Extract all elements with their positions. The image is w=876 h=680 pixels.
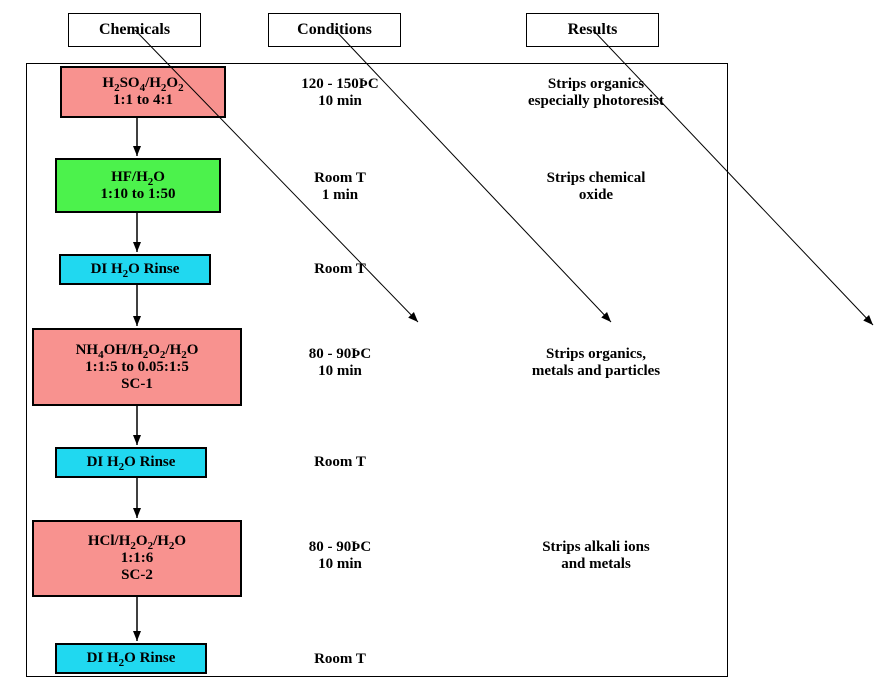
step-box-rinse-3: DI H2O Rinse xyxy=(55,643,207,674)
condition-step-3: Room T xyxy=(270,261,410,278)
step-box-rinse-2: DI H2O Rinse xyxy=(55,447,207,478)
result-step-1-line-2: especially photoresist xyxy=(528,93,664,109)
condition-step-3-line-1: Room T xyxy=(314,261,366,277)
chemical-text: O xyxy=(148,341,160,358)
result-step-2: Strips chemical oxide xyxy=(466,170,726,204)
subscript: 2 xyxy=(122,268,129,280)
chemical-text: OH/H xyxy=(103,341,143,358)
subscript: 2 xyxy=(118,461,125,473)
chemical-text: 1:10 to 1:50 xyxy=(100,185,176,202)
chemical-line: HF/H2O xyxy=(111,168,165,188)
chemical-text: HCl/H xyxy=(87,533,131,549)
chemical-text: SO xyxy=(119,75,140,91)
condition-step-6-line-1: 80 - 90ÞC xyxy=(308,539,372,555)
subscript: 2 xyxy=(178,82,184,94)
result-step-2-line-2: oxide xyxy=(578,187,614,203)
result-step-4-line-2: metals and particles xyxy=(531,363,661,379)
chemical-line: HCl/H2O2/H2O xyxy=(87,533,187,552)
result-step-1: Strips organics especially photoresist xyxy=(466,76,726,110)
chemical-text: O Rinse xyxy=(128,261,180,277)
subscript: 4 xyxy=(98,348,104,361)
header-chemicals: Chemicals xyxy=(68,13,201,47)
subscript: 2 xyxy=(147,540,154,552)
chemical-line: DI H2O Rinse xyxy=(90,261,180,280)
subscript: 2 xyxy=(130,540,136,552)
chemical-text: O xyxy=(166,75,179,91)
chemical-text: H xyxy=(102,75,115,91)
header-results-label: Results xyxy=(567,21,618,38)
chemical-text: O xyxy=(186,341,199,358)
header-conditions: Conditions xyxy=(268,13,401,47)
condition-step-2-line-1: Room T xyxy=(314,170,366,186)
chemical-line: 1:1 to 4:1 xyxy=(113,92,173,109)
chemical-text: 1:1 to 4:1 xyxy=(113,92,173,108)
subscript: 2 xyxy=(142,348,149,361)
chemical-text: O xyxy=(153,168,165,185)
condition-step-2-line-2: 1 min xyxy=(321,187,359,203)
chemical-line: SC-2 xyxy=(121,567,153,584)
result-step-4-line-1: Strips organics, xyxy=(545,346,646,362)
header-conditions-label: Conditions xyxy=(297,21,372,38)
chemical-line: H2SO4/H2O2 xyxy=(102,75,184,94)
subscript: 2 xyxy=(181,348,187,361)
chemical-line: DI H2O Rinse xyxy=(86,650,176,669)
chemical-text: HF/H xyxy=(111,168,148,185)
header-chemicals-label: Chemicals xyxy=(98,21,171,38)
result-step-6-line-2: and metals xyxy=(561,556,631,572)
chemical-line: DI H2O Rinse xyxy=(86,454,176,473)
result-step-6-line-1: Strips alkali ions xyxy=(542,539,650,555)
subscript: 2 xyxy=(159,348,166,361)
chemical-text: /H xyxy=(165,341,182,358)
header-results: Results xyxy=(526,13,659,47)
step-box-rinse-1: DI H2O Rinse xyxy=(59,254,211,285)
chemical-text: DI H xyxy=(90,261,123,277)
chemical-line: 1:10 to 1:50 xyxy=(101,186,176,203)
condition-step-7: Room T xyxy=(270,651,410,668)
condition-step-5: Room T xyxy=(270,454,410,471)
condition-step-4: 80 - 90ÞC 10 min xyxy=(270,346,410,380)
subscript: 2 xyxy=(118,657,125,669)
subscript: 2 xyxy=(168,540,175,552)
condition-step-2: Room T 1 min xyxy=(270,170,410,204)
chemical-text: O Rinse xyxy=(124,650,176,666)
result-step-2-line-1: Strips chemical xyxy=(546,170,646,186)
chemical-text: SC-2 xyxy=(121,567,153,583)
condition-step-4-line-2: 10 min xyxy=(318,363,362,379)
result-step-1-line-1: Strips organics xyxy=(547,76,645,92)
chemical-text: O xyxy=(174,533,187,549)
condition-step-1-line-1: 120 - 150ÞC xyxy=(301,76,379,92)
chemical-text: DI H xyxy=(86,454,119,470)
chemical-line: 1:1:6 xyxy=(121,550,154,567)
chemical-line: SC-1 xyxy=(121,376,153,393)
condition-step-4-line-1: 80 - 90ÞC xyxy=(308,346,372,362)
chemical-line: 1:1:5 to 0.05:1:5 xyxy=(85,359,189,376)
chemical-text: /H xyxy=(153,533,169,549)
chemical-text: O Rinse xyxy=(124,454,176,470)
chemical-text: O xyxy=(135,533,148,549)
chemical-text: SC-1 xyxy=(121,375,153,392)
condition-step-7-line-1: Room T xyxy=(314,651,366,667)
condition-step-1-line-2: 10 min xyxy=(318,93,362,109)
chemical-text: DI H xyxy=(86,650,119,666)
subscript: 2 xyxy=(114,82,120,94)
condition-step-1: 120 - 150ÞC 10 min xyxy=(270,76,410,110)
condition-step-6-line-2: 10 min xyxy=(318,556,362,572)
result-step-4: Strips organics, metals and particles xyxy=(466,346,726,380)
chemical-text: /H xyxy=(145,75,161,91)
chemical-line: NH4OH/H2O2/H2O xyxy=(75,341,199,361)
chemical-text: 1:1:5 to 0.05:1:5 xyxy=(85,358,189,375)
condition-step-5-line-1: Room T xyxy=(314,454,366,470)
condition-step-6: 80 - 90ÞC 10 min xyxy=(270,539,410,573)
result-step-6: Strips alkali ions and metals xyxy=(466,539,726,573)
chemical-text: NH xyxy=(75,341,99,358)
chemical-text: 1:1:6 xyxy=(120,550,154,566)
